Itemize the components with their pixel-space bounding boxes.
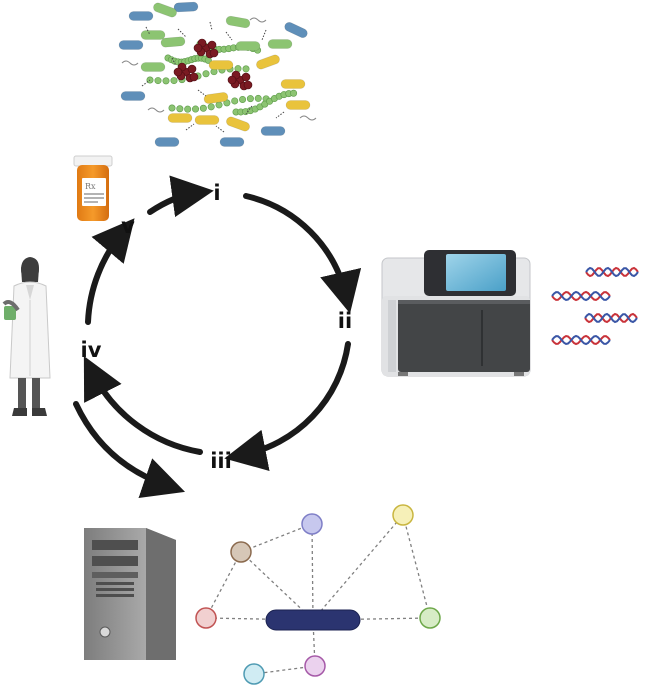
yellow-node	[392, 504, 414, 526]
arrow-clinician-to-computer	[73, 401, 186, 499]
step-label-iv: iv	[81, 338, 102, 362]
step-label-i: i	[213, 181, 220, 205]
microbial-community-icon	[118, 1, 317, 147]
dna-sequencer-icon	[381, 250, 531, 377]
arrow-v-to-i	[147, 175, 214, 218]
step-label-v: v	[121, 214, 135, 238]
purple-node	[301, 513, 323, 535]
arrow-iii-to-iv	[83, 355, 203, 455]
prescription-bottle-icon: Rx	[73, 155, 113, 221]
arrow-ii-to-iii	[224, 341, 351, 471]
brown-node	[230, 541, 252, 563]
computer-tower-icon	[84, 528, 176, 660]
step-label-iii: iii	[210, 449, 232, 473]
green-node	[419, 607, 441, 629]
pink-node	[304, 655, 326, 677]
sequencer-screen	[446, 254, 506, 291]
interaction-network-icon	[195, 504, 441, 685]
cycle-arrows	[73, 175, 362, 499]
rx-symbol: Rx	[85, 182, 96, 191]
red-node	[195, 607, 217, 629]
arrow-iv-to-v	[85, 218, 135, 325]
power-button-icon	[99, 626, 111, 638]
hub-node	[265, 609, 361, 631]
dna-helix-icon	[551, 266, 639, 346]
arrow-i-to-ii	[243, 193, 362, 314]
cyan-node	[243, 663, 265, 685]
clinician-icon	[2, 257, 51, 416]
step-label-ii: ii	[338, 309, 352, 333]
